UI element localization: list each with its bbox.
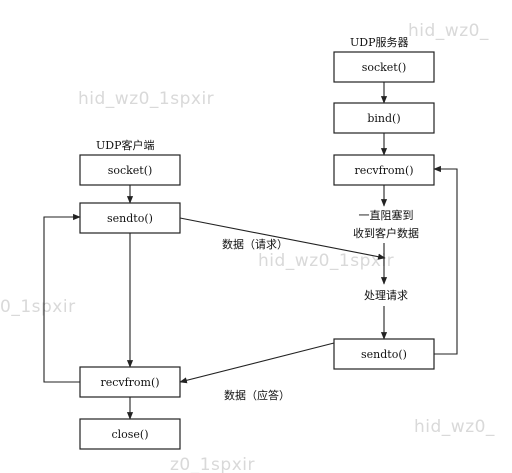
arrow-server-loop-back [433,165,458,355]
client-recvfrom-label: recvfrom() [100,376,159,389]
client-socket-box: socket() [79,154,181,186]
data-request-label: 数据（请求） [222,237,288,251]
server-process-text: 处理请求 [364,289,408,302]
arrow-response-server-to-client [179,342,335,384]
server-recvfrom-label: recvfrom() [354,164,413,177]
watermark-text: hid_wz0_ [414,417,495,437]
server-bind-box: bind() [333,102,435,134]
server-sendto-label: sendto() [361,348,407,361]
server-bind-label: bind() [367,112,400,125]
client-sendto-label: sendto() [107,212,153,225]
data-response-label: 数据（应答） [224,388,290,402]
watermark-text: hid_wz0_1spxir [78,89,214,109]
client-recvfrom-box: recvfrom() [79,366,181,398]
server-recvfrom-box: recvfrom() [333,154,435,186]
client-socket-label: socket() [108,164,153,177]
watermark-text: z0_1spxir [170,455,255,473]
arrow-request-client-to-server [179,217,386,260]
watermark-text: hid_wz0_1spxir [258,251,394,271]
server-socket-label: socket() [362,61,407,74]
server-title: UDP服务器 [350,36,409,49]
watermark-layer: hid_wz0_ hid_wz0_1spxir hid_wz0_1spxir 0… [0,21,495,473]
server-socket-box: socket() [333,51,435,83]
client-close-label: close() [111,428,148,441]
client-sendto-box: sendto() [79,202,181,234]
arrow-client-loop-back [43,213,81,383]
server-block-text-line1: 一直阻塞到 [359,208,414,222]
server-block-text-line2: 收到客户数据 [353,226,419,240]
server-sendto-box: sendto() [333,338,435,370]
watermark-text: hid_wz0_ [408,21,489,41]
client-title: UDP客户端 [96,138,155,152]
watermark-text: 0_1spxir [0,297,76,317]
client-close-box: close() [79,418,181,450]
